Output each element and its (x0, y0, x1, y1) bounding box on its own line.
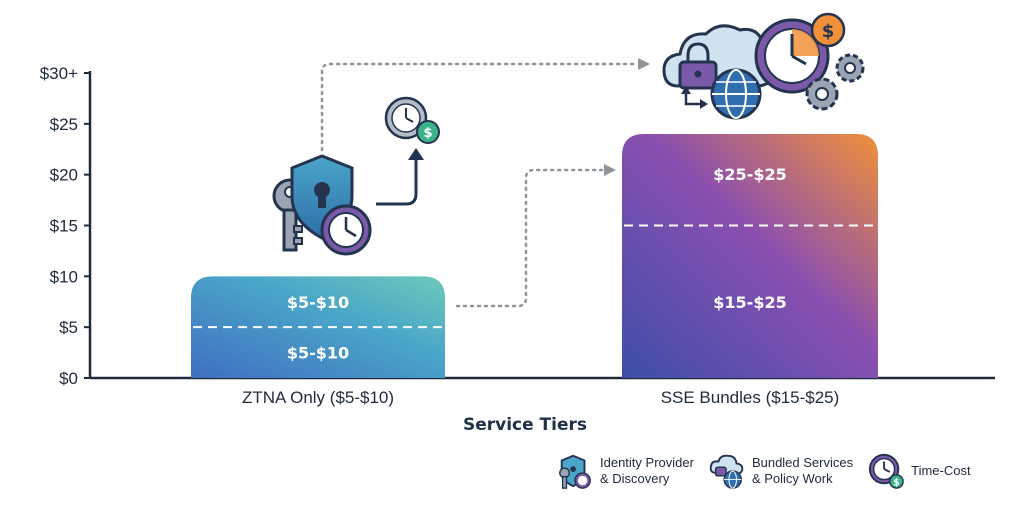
dollar-coin-icon: $ (810, 12, 846, 48)
arrowhead-lower (604, 164, 616, 176)
gears-icon (805, 53, 865, 111)
clock-dollar-small-icon: $ (384, 96, 440, 144)
y-tick-label: $20 (50, 166, 78, 185)
clock-icon (320, 204, 372, 256)
legend: Identity Provider & Discovery Bundled Se… (556, 452, 971, 490)
x-category-label: SSE Bundles ($15-$25) (661, 388, 840, 407)
shield-key-clock-icon (559, 454, 591, 489)
y-tick-label: $30+ (40, 64, 78, 83)
globe-icon (710, 68, 762, 120)
y-tick-label: $10 (50, 267, 78, 286)
bar-segment-label: $15-$25 (713, 293, 786, 312)
bar-sse (622, 134, 878, 378)
y-tick-label: $0 (59, 369, 78, 388)
legend-item-bundled: Bundled Services & Policy Work (708, 452, 853, 490)
identity-icon-cluster: $ (272, 96, 440, 256)
y-tick-label: $25 (50, 115, 78, 134)
x-category-label: ZTNA Only ($5-$10) (242, 388, 394, 407)
bar-segment-label: $25-$25 (713, 165, 786, 184)
connector-arrowheads (604, 58, 650, 176)
legend-item-identity: Identity Provider & Discovery (556, 452, 694, 490)
trend-arrow-icon (376, 156, 418, 206)
legend-item-time-cost: $ Time-Cost (867, 452, 971, 490)
svg-text:$: $ (822, 21, 835, 42)
svg-text:$: $ (893, 477, 900, 488)
legend-label: Identity Provider & Discovery (600, 455, 694, 486)
sync-arrows-icon (681, 86, 708, 109)
svg-text:$: $ (423, 126, 432, 141)
y-tick-label: $5 (59, 318, 78, 337)
legend-label: Time-Cost (911, 463, 971, 478)
connector-lower (455, 168, 604, 308)
bundle-icon-cluster: $ (662, 12, 865, 120)
cloud-lock-globe-icon (709, 454, 744, 489)
bar-segment-label: $5-$10 (287, 293, 349, 312)
padlock-icon (678, 42, 718, 90)
connector-arrows (320, 62, 638, 308)
x-axis-title: Service Tiers (463, 415, 587, 435)
arrowhead-upper (638, 58, 650, 70)
trend-arrowhead (408, 148, 424, 160)
y-tick-label: $15 (50, 217, 78, 236)
bar-segment-label: $5-$10 (287, 344, 349, 363)
large-clock-icon (754, 18, 830, 94)
connector-upper (320, 62, 638, 152)
legend-label: Bundled Services & Policy Work (751, 455, 854, 486)
clock-dollar-icon: $ (869, 453, 904, 489)
